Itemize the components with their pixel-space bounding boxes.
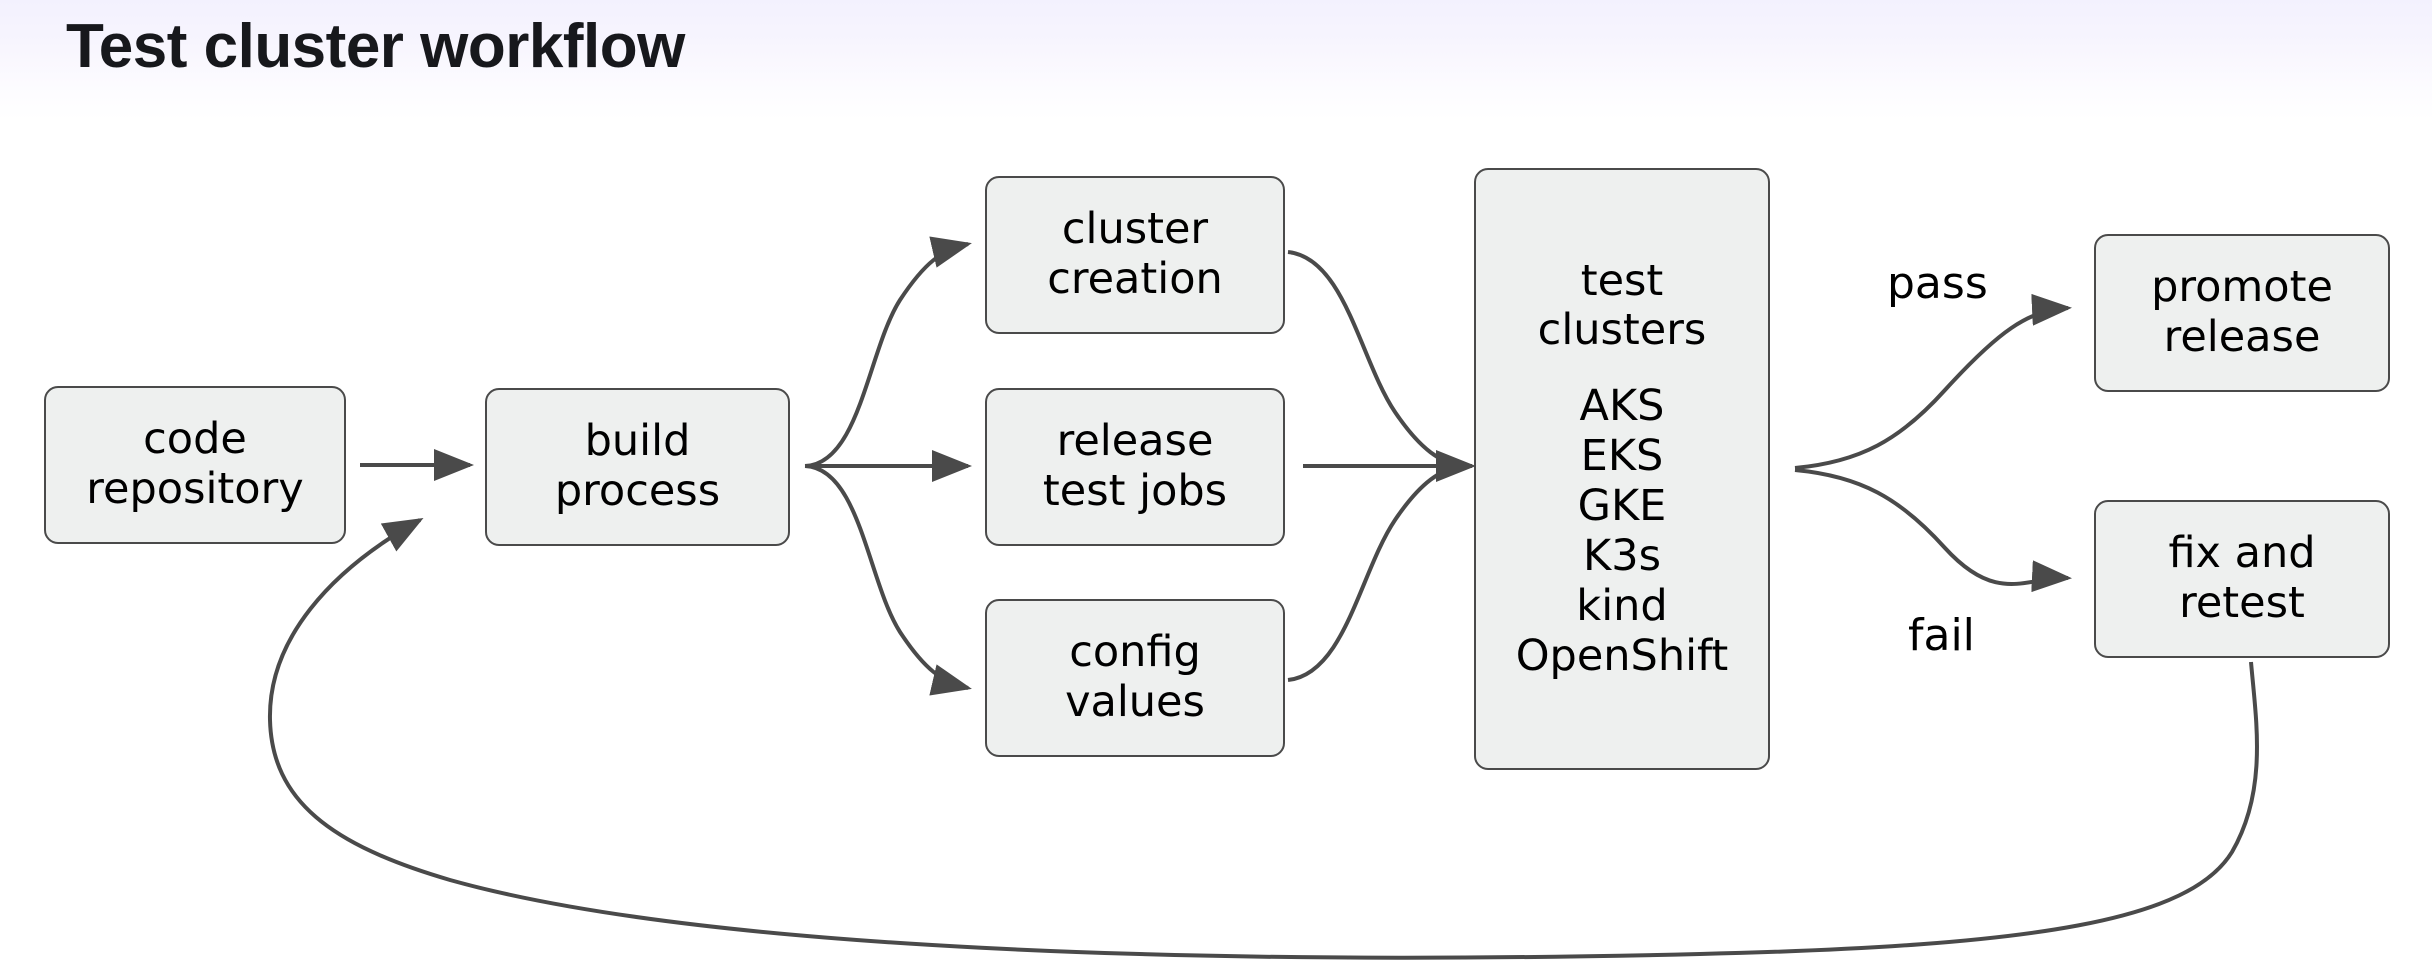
page-title: Test cluster workflow xyxy=(66,12,685,81)
edge-build-process-to-cluster-creation xyxy=(804,236,972,468)
node-release-test-jobs-line-1: release xyxy=(1056,416,1214,467)
node-test-clusters-item-kind: kind xyxy=(1576,580,1668,631)
node-code-repository-line-2: repository xyxy=(86,464,304,514)
edge-test-clusters-to-promote-release xyxy=(1794,293,2072,470)
node-test-clusters-item-eks: EKS xyxy=(1580,431,1664,482)
node-test-clusters-line-1: test xyxy=(1580,255,1664,306)
node-cluster-creation-line-1: cluster xyxy=(1061,204,1209,255)
edge-label-fail: fail xyxy=(1908,610,1975,661)
node-test-clusters-item-openshift: OpenShift xyxy=(1515,630,1729,681)
node-build-process-line-2: process xyxy=(554,466,721,516)
node-config-values-line-2: values xyxy=(1065,677,1205,727)
node-config-values[interactable]: config values xyxy=(985,599,1285,757)
node-promote-release-line-2: release xyxy=(2163,312,2321,362)
node-test-clusters-item-k3s: K3s xyxy=(1583,530,1661,581)
edge-label-pass: pass xyxy=(1887,258,1988,309)
node-build-process[interactable]: build process xyxy=(485,388,790,546)
node-release-test-jobs-line-2: test jobs xyxy=(1042,466,1228,516)
node-build-process-line-1: build xyxy=(584,416,691,467)
node-code-repository[interactable]: code repository xyxy=(44,386,346,544)
node-fix-and-retest[interactable]: fix and retest xyxy=(2094,500,2390,658)
node-test-clusters-line-2: clusters xyxy=(1537,305,1707,356)
node-cluster-creation-line-2: creation xyxy=(1047,254,1223,304)
node-promote-release[interactable]: promote release xyxy=(2094,234,2390,392)
node-promote-release-line-1: promote xyxy=(2151,262,2333,313)
node-test-clusters-item-aks: AKS xyxy=(1579,381,1665,432)
edge-cluster-creation-to-test-clusters xyxy=(1287,250,1459,467)
edge-config-values-to-test-clusters xyxy=(1287,465,1459,682)
edge-test-clusters-to-fix-and-retest xyxy=(1794,468,2072,593)
node-cluster-creation[interactable]: cluster creation xyxy=(985,176,1285,334)
node-code-repository-line-1: code xyxy=(143,414,247,465)
node-fix-and-retest-line-2: retest xyxy=(2179,578,2305,628)
node-release-test-jobs[interactable]: release test jobs xyxy=(985,388,1285,546)
node-test-clusters-item-gke: GKE xyxy=(1577,481,1667,531)
node-fix-and-retest-line-1: fix and xyxy=(2168,528,2316,579)
edge-build-process-to-config-values xyxy=(804,464,972,696)
node-config-values-line-1: config xyxy=(1069,627,1201,678)
node-test-clusters[interactable]: test clusters AKS EKS GKE K3s kind OpenS… xyxy=(1474,168,1770,770)
